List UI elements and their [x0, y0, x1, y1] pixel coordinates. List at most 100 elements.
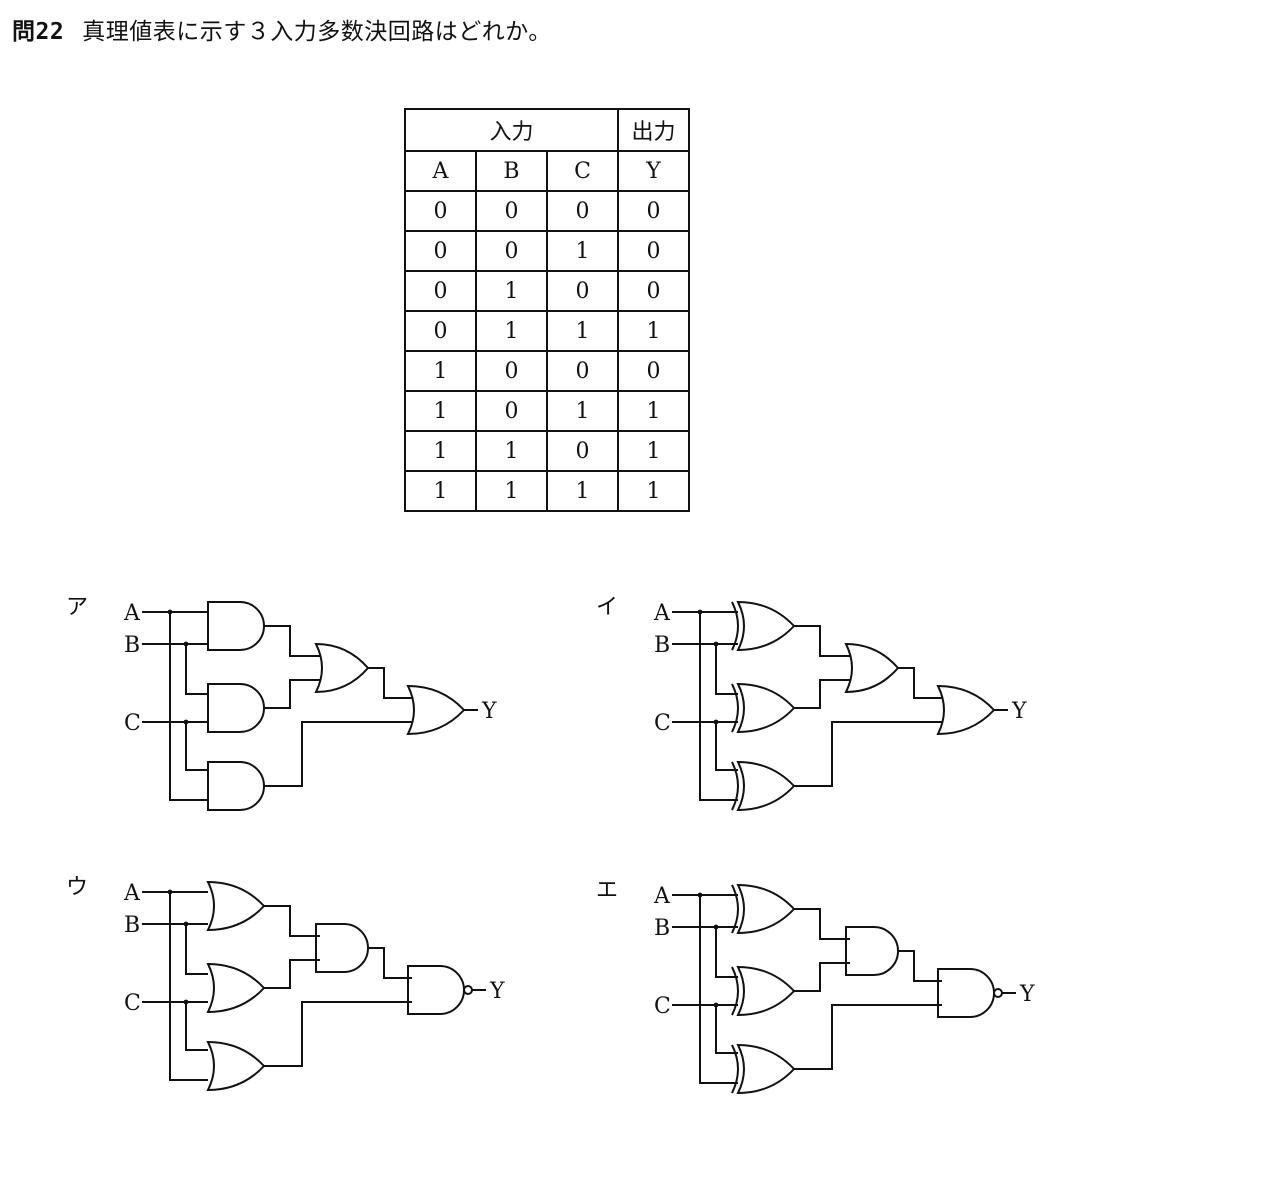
- table-cell: 0: [404, 270, 477, 312]
- wire: [898, 950, 942, 982]
- table-cell: 1: [546, 390, 619, 432]
- nand-gate: [407, 965, 465, 1015]
- and-gate: [845, 926, 899, 976]
- xor-extra-curve: [731, 1044, 739, 1094]
- input-label-c: C: [124, 711, 141, 736]
- xor-gate: [736, 760, 796, 812]
- junction-dot: [183, 719, 189, 725]
- input-group-header: 入力: [404, 108, 619, 152]
- question-text: 真理値表に示す３入力多数決回路はどれか。: [82, 19, 552, 45]
- question-line: 問22 真理値表に示す３入力多数決回路はどれか。: [12, 12, 552, 46]
- xor-extra-curve: [731, 683, 739, 733]
- wire: [185, 924, 208, 975]
- output-label-y: Y: [1019, 982, 1035, 1007]
- wire: [264, 959, 320, 989]
- option-label: ウ: [66, 875, 88, 900]
- table-cell: 1: [546, 230, 619, 272]
- table-cell: 0: [546, 270, 619, 312]
- output-label-y: Y: [481, 699, 497, 724]
- table-cell: 0: [617, 230, 690, 272]
- wire: [794, 908, 850, 940]
- table-cell: 1: [404, 390, 477, 432]
- or-gate: [936, 684, 996, 736]
- input-label-c: C: [654, 994, 671, 1019]
- or-gate: [206, 1040, 266, 1092]
- input-label-a: A: [653, 884, 671, 909]
- wire: [715, 722, 738, 771]
- input-label-b: B: [654, 916, 670, 941]
- xor-gate: [736, 1043, 796, 1095]
- or-gate: [206, 880, 266, 932]
- junction-dot: [167, 889, 173, 895]
- table-cell: 1: [546, 310, 619, 352]
- wire: [715, 644, 738, 695]
- junction-dot: [183, 999, 189, 1005]
- output-label-y: Y: [489, 979, 505, 1004]
- xor-extra-curve: [731, 601, 739, 651]
- input-label-c: C: [124, 991, 141, 1016]
- input-label-c: C: [654, 711, 671, 736]
- table-cell: 1: [404, 350, 477, 392]
- junction-dot: [697, 609, 703, 615]
- wire: [368, 667, 412, 699]
- option-label: ア: [66, 595, 88, 620]
- wire: [264, 721, 412, 787]
- table-cell: 0: [546, 430, 619, 472]
- circuit-option-e: エ AB C Y: [596, 878, 1035, 1095]
- or-gate: [206, 962, 266, 1014]
- output-label-y: Y: [1011, 699, 1027, 724]
- input-label-b: B: [124, 633, 140, 658]
- table-cell: 0: [546, 350, 619, 392]
- junction-dot: [713, 641, 719, 647]
- table-cell: 1: [475, 470, 548, 512]
- input-label-b: B: [124, 913, 140, 938]
- wire: [264, 905, 320, 937]
- table-cell: 1: [617, 470, 690, 512]
- wire: [264, 1001, 412, 1067]
- or-gate: [406, 684, 466, 736]
- wire: [794, 679, 850, 709]
- input-label-b: B: [654, 633, 670, 658]
- wire: [368, 947, 412, 979]
- wire: [715, 1005, 738, 1054]
- table-cell: 1: [404, 430, 477, 472]
- wire: [169, 892, 208, 1081]
- wire: [185, 1002, 208, 1051]
- column-header-y: Y: [617, 150, 690, 192]
- junction-dot: [167, 609, 173, 615]
- and-gate: [315, 923, 369, 973]
- option-label: エ: [596, 878, 618, 903]
- wire: [185, 644, 208, 695]
- xor-gate: [736, 600, 796, 652]
- table-cell: 0: [475, 230, 548, 272]
- inversion-bubble: [463, 985, 473, 995]
- junction-dot: [183, 641, 189, 647]
- table-cell: 0: [475, 390, 548, 432]
- output-group-header: 出力: [617, 108, 690, 152]
- junction-dot: [713, 719, 719, 725]
- table-cell: 0: [617, 350, 690, 392]
- table-column-header-row: A B C Y: [404, 150, 690, 192]
- xor-extra-curve: [731, 761, 739, 811]
- table-group-header-row: 入力 出力: [404, 108, 690, 152]
- question-number: 問22: [12, 19, 65, 45]
- input-label-a: A: [123, 881, 141, 906]
- wire: [264, 625, 320, 657]
- wire: [185, 722, 208, 771]
- table-cell: 0: [475, 190, 548, 232]
- wire: [794, 1004, 942, 1070]
- table-cell: 0: [546, 190, 619, 232]
- xor-extra-curve: [731, 966, 739, 1016]
- and-gate: [207, 683, 265, 733]
- table-cell: 0: [617, 270, 690, 312]
- inversion-bubble: [993, 988, 1003, 998]
- nand-gate: [937, 968, 995, 1018]
- column-header-c: C: [546, 150, 619, 192]
- table-cell: 0: [475, 350, 548, 392]
